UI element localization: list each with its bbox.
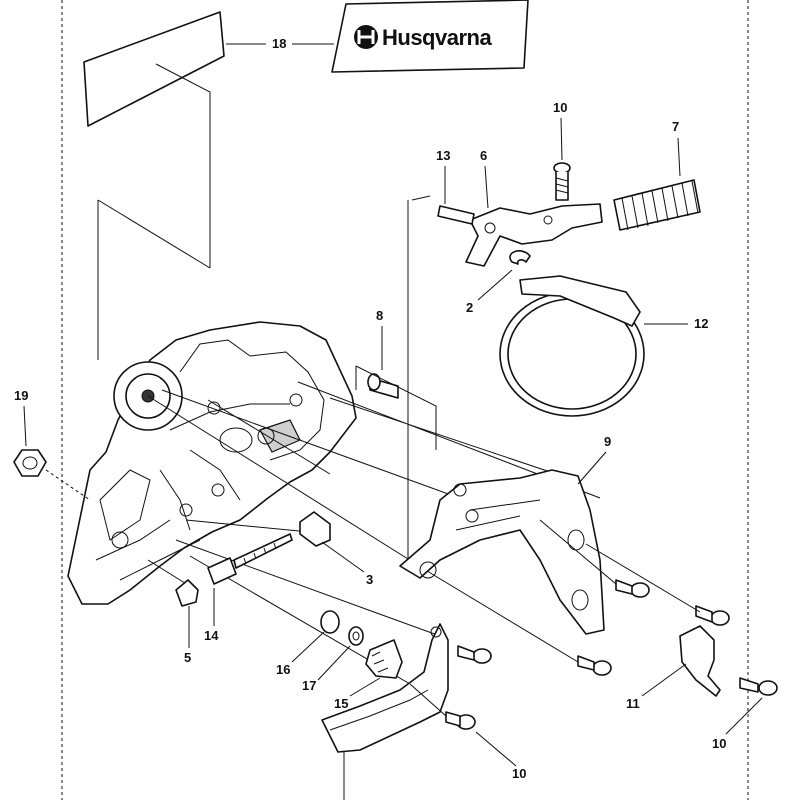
part-14-adjust-screw (207, 533, 293, 585)
callout-15: 15 (334, 696, 348, 711)
part-18-brand-decal: Husqvarna (331, 0, 529, 73)
part-5-square-nut (175, 579, 199, 607)
part-handle (321, 623, 449, 753)
part-16-o-ring (320, 610, 340, 634)
part-10-screw-mid (457, 645, 492, 664)
callout-16: 16 (276, 662, 290, 677)
callout-17: 17 (302, 678, 316, 693)
callout-2: 2 (466, 300, 473, 315)
callout-3: 3 (366, 572, 373, 587)
callout-18: 18 (272, 36, 286, 51)
callout-10-right: 10 (712, 736, 726, 751)
callout-9: 9 (604, 434, 611, 449)
part-7-spring (613, 179, 701, 231)
part-2-clip (509, 250, 531, 265)
part-11-cover (679, 625, 721, 697)
callout-14: 14 (204, 628, 219, 643)
callout-10-bottom: 10 (512, 766, 526, 781)
part-10-screw-bracket-3 (577, 655, 612, 676)
part-10-screw-bracket-1 (615, 579, 650, 598)
callout-12: 12 (694, 316, 708, 331)
husqvarna-crown-icon (354, 25, 378, 49)
part-15-gear (365, 639, 403, 679)
callout-19: 19 (14, 388, 28, 403)
callout-11: 11 (626, 696, 640, 711)
part-10-screw-bracket-2 (695, 605, 730, 626)
part-13-pin (437, 205, 475, 225)
part-6-lever (465, 203, 603, 267)
part-12-brake-band (499, 275, 645, 417)
callout-13: 13 (436, 148, 450, 163)
part-9-guard-bracket (399, 469, 605, 635)
callout-8: 8 (376, 308, 383, 323)
part-10-screw-right (739, 677, 778, 696)
assembly-boundary (61, 0, 749, 800)
main-clutch-cover (67, 321, 357, 605)
part-10-screw-handle (445, 711, 476, 730)
part-3-block (299, 511, 331, 547)
part-19-nut (13, 449, 47, 477)
part-18-decal (83, 11, 225, 360)
part-17-washer (348, 626, 364, 646)
callout-7: 7 (672, 119, 679, 134)
callout-5: 5 (184, 650, 191, 665)
part-10-screw-top (553, 162, 571, 201)
part-8-bushing (367, 373, 399, 399)
callout-10-top: 10 (553, 100, 567, 115)
callout-6: 6 (480, 148, 487, 163)
brand-logo-text: Husqvarna (382, 25, 492, 50)
